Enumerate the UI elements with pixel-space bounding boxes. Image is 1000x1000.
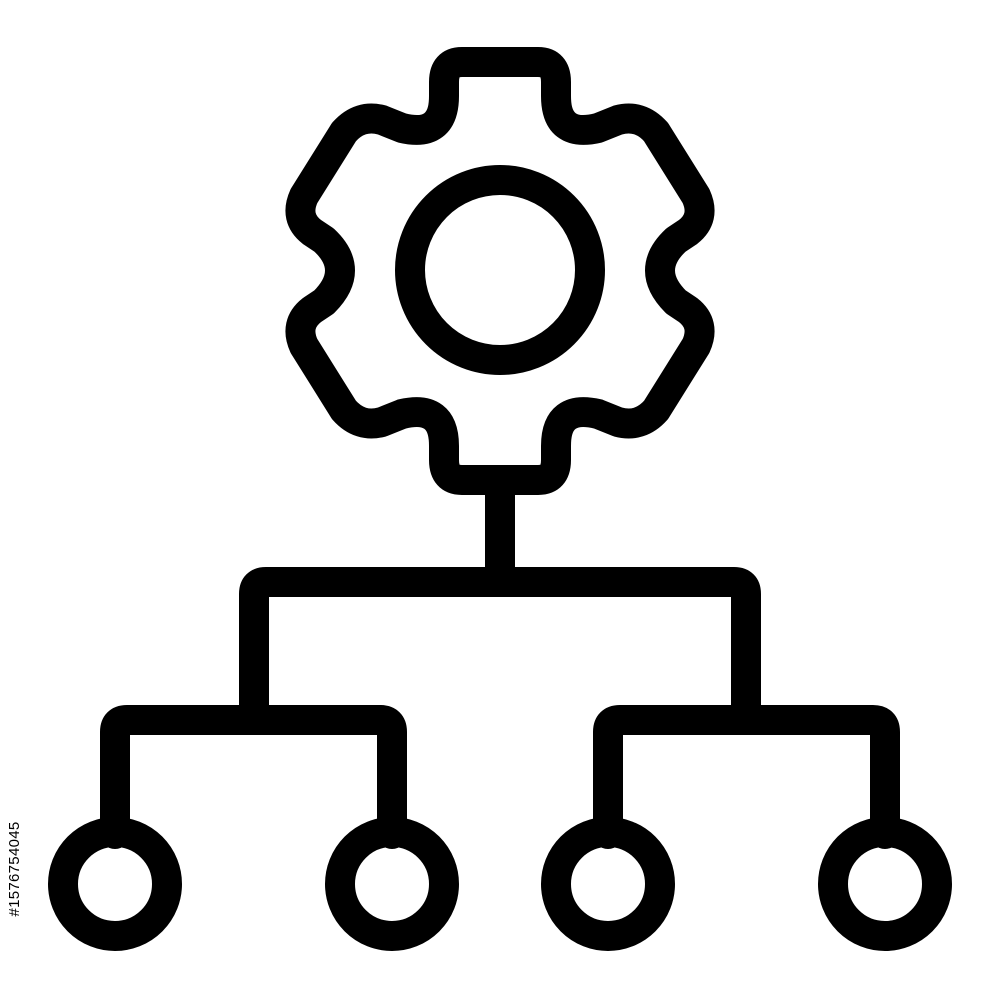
gear-center-circle xyxy=(395,165,605,375)
leaf-node-4 xyxy=(818,817,952,951)
branch-level-1 xyxy=(239,567,761,735)
gear-icon xyxy=(285,47,715,495)
branch-left xyxy=(100,705,407,849)
leaf-node-2 xyxy=(325,817,459,951)
leaf-node-1 xyxy=(48,817,182,951)
leaf-node-3 xyxy=(541,817,675,951)
stock-id-label: #1576754045 xyxy=(6,821,23,917)
branch-right xyxy=(593,705,900,849)
